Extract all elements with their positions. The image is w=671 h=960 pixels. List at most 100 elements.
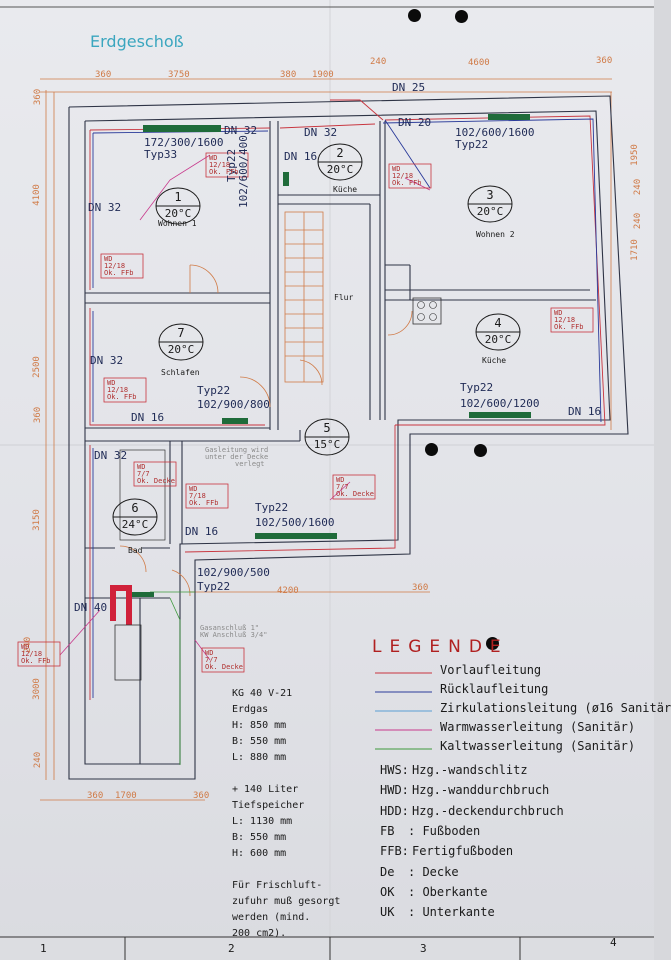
boiler-spec-line: L: 1130 mm bbox=[232, 816, 293, 827]
pipe-label: DN 40 bbox=[74, 601, 108, 614]
dim-label: 1900 bbox=[312, 70, 334, 80]
legend-entry: Kaltwasserleitung (Sanitär) bbox=[440, 739, 636, 753]
legend-abbrev-key: HDD: bbox=[380, 803, 409, 818]
callout-box bbox=[17, 641, 61, 667]
radiator-type: Typ22 bbox=[255, 501, 289, 514]
kitchen-stove bbox=[412, 297, 442, 325]
dim-label: 4200 bbox=[277, 586, 299, 596]
radiator-size: 102/500/1600 bbox=[255, 516, 335, 529]
pipe-label: DN 32 bbox=[304, 126, 338, 139]
radiator-size: 102/600/1200 bbox=[460, 397, 540, 410]
room-number: 1 bbox=[174, 190, 182, 204]
boiler-spec-line: Tiefspeicher bbox=[232, 800, 305, 811]
legend-abbrev-text: Hzg.-wanddurchbruch bbox=[412, 783, 550, 798]
floor-plan-drawing bbox=[0, 6, 654, 960]
dim-label: 3750 bbox=[168, 70, 190, 80]
room-name: Küche bbox=[482, 356, 507, 365]
dim-label: 240 bbox=[33, 751, 44, 769]
callout-box bbox=[185, 483, 229, 509]
callout-line: WD bbox=[336, 476, 345, 484]
callout-line: Ok. FFb bbox=[554, 323, 584, 331]
callout-line: Ok. Decke bbox=[336, 490, 374, 498]
coldwater-pipes bbox=[150, 591, 195, 765]
callout-line: Ok. FFb bbox=[392, 179, 422, 187]
legend-abbrev-text: : Unterkante bbox=[408, 905, 495, 920]
callout-box bbox=[205, 152, 249, 178]
dim-label: 1710 bbox=[629, 239, 640, 261]
pipe-label: DN 25 bbox=[392, 81, 426, 94]
callout-box bbox=[133, 461, 177, 487]
punch-hole bbox=[455, 10, 468, 23]
room-temperature: 20°C bbox=[326, 163, 354, 176]
dim-label: 360 bbox=[193, 791, 210, 801]
callout-line: 12/18 bbox=[554, 316, 576, 324]
boiler-spec-line: 200 cm2). bbox=[232, 928, 287, 939]
note-line: verlegt bbox=[235, 460, 265, 468]
legend-abbrev-text: : Fußboden bbox=[408, 823, 481, 838]
note-line: unter der Decke bbox=[205, 453, 269, 461]
grid-number: 4 bbox=[610, 936, 617, 949]
dim-label: 360 bbox=[412, 583, 429, 593]
boiler-spec-line: werden (mind. bbox=[232, 912, 311, 923]
callout-boxes bbox=[17, 152, 594, 673]
radiator-type: Typ22 bbox=[455, 138, 489, 151]
legend-abbrev-key: HWD: bbox=[380, 783, 409, 798]
callout-line: WD bbox=[209, 154, 218, 162]
callout-line: 12/18 bbox=[21, 650, 43, 658]
dim-label: 360 bbox=[87, 791, 104, 801]
radiator-size: 102/900/800 bbox=[197, 398, 270, 411]
legend-abbrev-text: : Oberkante bbox=[408, 884, 488, 899]
grid-number: 1 bbox=[40, 942, 47, 955]
legend-entry: Vorlaufleitung bbox=[440, 663, 542, 677]
dim-label: 1950 bbox=[629, 144, 640, 166]
pipe-label: DN 16 bbox=[284, 150, 318, 163]
pipe-label: DN 32 bbox=[224, 124, 258, 137]
callout-line: WD bbox=[21, 643, 30, 651]
callout-box bbox=[103, 377, 147, 403]
pipe-label: DN 16 bbox=[185, 525, 219, 538]
punch-hole bbox=[408, 9, 421, 22]
legend-abbrev-text: Hzg.-deckendurchbruch bbox=[412, 803, 564, 818]
dim-label: 1700 bbox=[115, 791, 137, 801]
warmwater-pipes bbox=[59, 154, 431, 661]
boiler-spec-line: Erdgas bbox=[232, 704, 269, 715]
dim-label: 360 bbox=[33, 406, 44, 424]
room-number: 3 bbox=[486, 188, 494, 202]
staircase bbox=[284, 211, 324, 383]
boiler-spec-line: Für Frischluft- bbox=[232, 880, 323, 891]
radiator-size: 102/900/500 bbox=[197, 566, 270, 579]
boiler-unit bbox=[110, 585, 142, 681]
supply-pipes bbox=[89, 99, 606, 700]
radiator-type: Typ22 bbox=[197, 384, 231, 397]
boiler-spec-line: L: 880 mm bbox=[232, 752, 287, 763]
radiator-size: 102/600/1600 bbox=[455, 126, 535, 139]
drawing-title: Erdgeschoß bbox=[90, 32, 184, 51]
punch-hole bbox=[486, 637, 499, 650]
boiler-spec-line: H: 850 mm bbox=[232, 720, 287, 731]
callout-line: 7/18 bbox=[189, 492, 206, 500]
dim-label: 3000 bbox=[31, 678, 42, 700]
legend-abbrev-key: HWS: bbox=[380, 763, 409, 777]
legend-abbrev-key: FFB: bbox=[380, 844, 409, 859]
room-temperature: 20°C bbox=[167, 343, 195, 356]
radiator-type: Typ33 bbox=[144, 148, 178, 161]
note-anschluss: Gasanschluß 1" KW Anschluß 3/4" bbox=[200, 625, 267, 639]
radiator-type: Typ22 bbox=[460, 381, 494, 394]
boiler-spec-line bbox=[232, 862, 340, 878]
grid-number: 3 bbox=[420, 942, 427, 955]
callout-line: WD bbox=[137, 463, 146, 471]
callout-line: 12/18 bbox=[107, 386, 129, 394]
callout-line: Ok. FFb bbox=[107, 393, 137, 401]
callout-line: WD bbox=[107, 379, 116, 387]
room-name: Schlafen bbox=[161, 368, 200, 377]
dim-label: 4600 bbox=[468, 58, 490, 68]
note-line: Gasanschluß 1" bbox=[200, 624, 260, 632]
callout-line: WD bbox=[205, 649, 214, 657]
dim-label: 4100 bbox=[31, 184, 42, 206]
callout-line: 12/18 bbox=[209, 161, 231, 169]
punch-hole bbox=[425, 443, 438, 456]
callout-line: Ok. Decke bbox=[137, 477, 175, 485]
